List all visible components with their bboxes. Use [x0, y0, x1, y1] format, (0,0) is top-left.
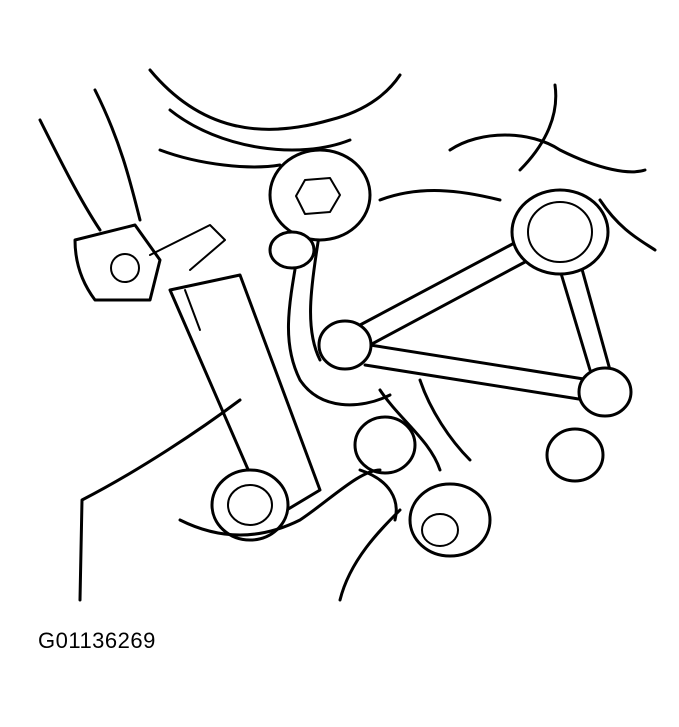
link-arms [358, 238, 612, 402]
housing-outline [38, 68, 657, 252]
small-bolts [268, 230, 633, 483]
bottom-bolt [408, 482, 492, 558]
lower-bolt [210, 468, 290, 542]
right-bolt [510, 188, 610, 276]
hand [78, 398, 402, 602]
engine-mount-illustration [38, 68, 657, 602]
upper-bolt [268, 148, 372, 242]
mount-bracket [287, 228, 472, 472]
figure-caption: G01136269 [38, 628, 156, 653]
lever-tool [73, 223, 322, 522]
